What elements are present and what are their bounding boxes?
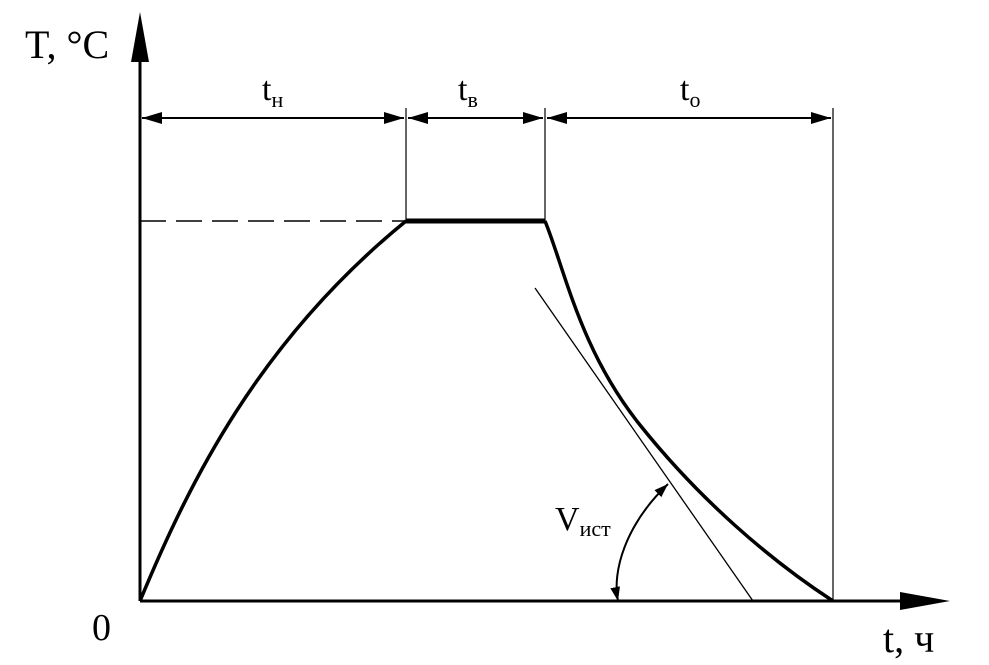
cooling-curve: [543, 220, 834, 603]
y-axis-arrowhead: [131, 12, 149, 62]
tangent-line: [534, 287, 754, 602]
cooling-rate-label: Vист: [555, 501, 611, 541]
x-axis-arrowhead: [900, 592, 950, 610]
heating-curve: [138, 219, 408, 602]
interval-label-cooling: tо: [680, 71, 700, 112]
x-axis-label: t, ч: [883, 616, 934, 661]
origin-label: 0: [92, 607, 111, 649]
cooling-rate-angle-arc: [610, 483, 669, 602]
y-axis-label: T, °C: [25, 22, 109, 67]
interval-label-heating: tн: [262, 71, 283, 112]
interval-label-holding: tв: [458, 71, 478, 112]
